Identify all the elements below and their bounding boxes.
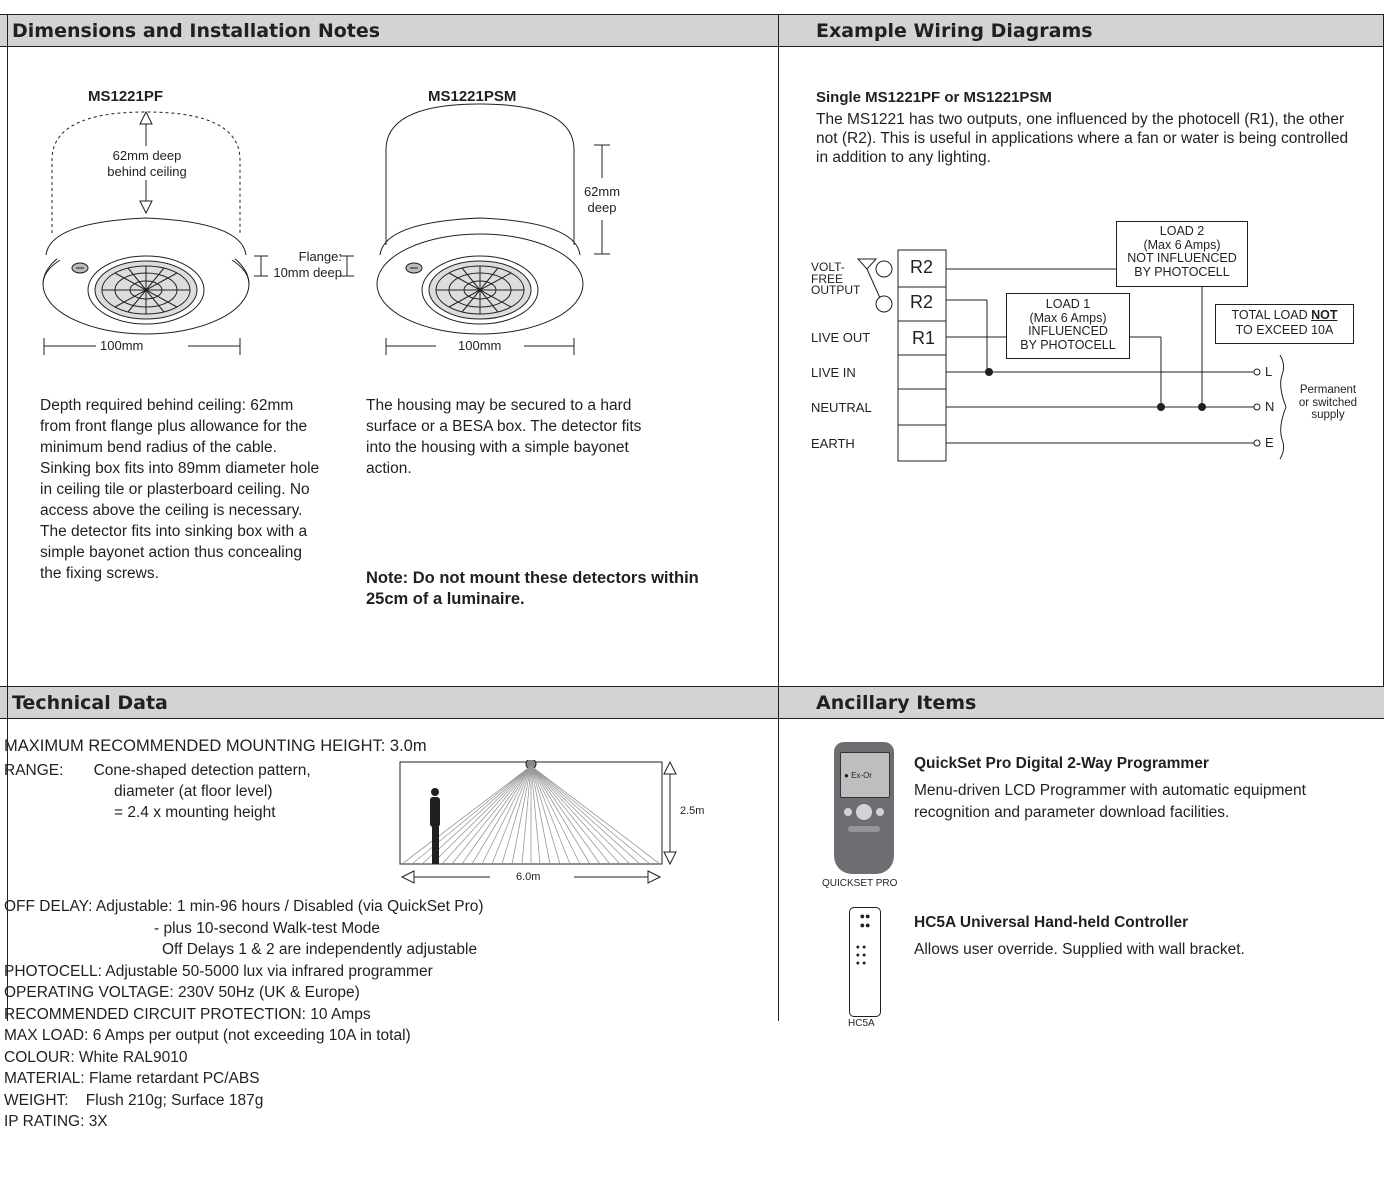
neutral-label: NEUTRAL xyxy=(811,400,872,415)
volt-free-label: VOLT- FREE OUTPUT xyxy=(811,260,861,297)
flange-label: Flange: 10mm deep xyxy=(270,249,342,281)
earth-label: EARTH xyxy=(811,436,855,451)
hc5a-description: Allows user override. Supplied with wall… xyxy=(914,941,1245,958)
load2-line1: LOAD 2 xyxy=(1159,224,1205,238)
dimensions-header: Dimensions and Installation Notes xyxy=(0,14,778,47)
psm-depth-line2: deep xyxy=(587,200,617,215)
total-load-box xyxy=(1215,304,1354,344)
quickset-caption: QUICKSET PRO xyxy=(822,878,898,889)
pf-depth-line1: 62mm deep xyxy=(112,148,182,163)
button-icon xyxy=(844,808,852,816)
wiring-diagram xyxy=(856,249,1287,462)
terminal-n: N xyxy=(1265,399,1275,414)
spec-weight: WEIGHT: Flush 210g; Surface 187g xyxy=(4,1092,264,1109)
quickset-title: QuickSet Pro Digital 2-Way Programmer xyxy=(914,755,1209,772)
psm-depth-label: 62mm deep xyxy=(570,184,634,216)
load2-line3: NOT INFLUENCED xyxy=(1127,251,1237,265)
psm-title: MS1221PSM xyxy=(428,88,517,105)
hc5a-title: HC5A Universal Hand-held Controller xyxy=(914,914,1189,931)
detector-drawings xyxy=(42,103,610,355)
pf-width-label: 100mm xyxy=(100,338,144,353)
live-in-label: LIVE IN xyxy=(811,365,856,380)
terminal-l: L xyxy=(1265,364,1273,379)
load1-line2: (Max 6 Amps) xyxy=(1029,310,1107,325)
total-load-label: TOTAL LOAD NOT TO EXCEED 10A xyxy=(1215,308,1354,338)
load2-label: LOAD 2 (Max 6 Amps) NOT INFLUENCED BY PH… xyxy=(1116,224,1248,279)
luminaire-warning: Note: Do not mount these detectors withi… xyxy=(366,569,699,608)
spec-ip-rating: IP RATING: 3X xyxy=(4,1113,108,1130)
supply-line3: supply xyxy=(1311,409,1345,421)
pf-installation-note: Depth required behind ceiling: 62mm from… xyxy=(40,397,320,582)
spec-max-height: MAXIMUM RECOMMENDED MOUNTING HEIGHT: 3.0… xyxy=(4,737,427,755)
spec-max-load: MAX LOAD: 6 Amps per output (not exceedi… xyxy=(4,1027,411,1044)
button-bar-icon xyxy=(848,826,880,832)
spec-colour: COLOUR: White RAL9010 xyxy=(4,1049,188,1066)
keypad-icon xyxy=(856,804,872,820)
load1-line4: BY PHOTOCELL xyxy=(1020,337,1116,352)
quickset-brand: ● Ex-Or xyxy=(844,771,872,780)
spec-range: RANGE: Cone-shaped detection pattern, xyxy=(4,762,311,779)
ancillary-header: Ancillary Items xyxy=(778,686,1384,719)
wiring-description: The MS1221 has two outputs, one influenc… xyxy=(816,111,1349,166)
hc5a-keys-icon: ●●●● xyxy=(859,911,871,930)
pf-depth-line2: behind ceiling xyxy=(107,164,187,179)
left-border-lower xyxy=(7,686,8,1021)
terminal-r2-a: R2 xyxy=(910,257,934,277)
height-label: 2.5m xyxy=(680,805,705,817)
terminal-e: E xyxy=(1265,435,1274,450)
load1-line1: LOAD 1 xyxy=(1045,297,1091,311)
wiring-title: Single MS1221PF or MS1221PSM xyxy=(816,89,1052,106)
total-load-not: NOT xyxy=(1311,308,1338,322)
pf-title: MS1221PF xyxy=(88,88,164,105)
spec-protection: RECOMMENDED CIRCUIT PROTECTION: 10 Amps xyxy=(4,1006,371,1023)
volt-free-line2: FREE xyxy=(811,271,844,286)
spec-independent: Off Delays 1 & 2 are independently adjus… xyxy=(162,941,478,958)
hc5a-image: ●●●● ● ●● ●● ● xyxy=(849,907,881,1017)
load1-line3: INFLUENCED xyxy=(1028,324,1108,338)
flange-line1: Flange: xyxy=(298,249,342,264)
load1-box xyxy=(1006,293,1130,359)
quickset-pro-image: ● Ex-Or xyxy=(834,742,894,874)
psm-width-label: 100mm xyxy=(458,338,502,353)
center-divider xyxy=(778,14,779,1021)
spec-off-delay: OFF DELAY: Adjustable: 1 min-96 hours / … xyxy=(4,898,484,915)
total-load-line1: TOTAL LOAD xyxy=(1231,308,1312,322)
total-load-line2: TO EXCEED 10A xyxy=(1235,323,1334,337)
lcd-screen: ● Ex-Or xyxy=(840,752,890,798)
terminal-r2-b: R2 xyxy=(910,292,934,312)
quickset-description: Menu-driven LCD Programmer with automati… xyxy=(914,782,1306,821)
hc5a-caption: HC5A xyxy=(848,1018,875,1029)
psm-installation-note: The housing may be secured to a hard sur… xyxy=(366,397,642,477)
wiring-header: Example Wiring Diagrams xyxy=(778,14,1384,47)
terminal-r1: R1 xyxy=(912,328,936,348)
width-label: 6.0m xyxy=(516,871,541,883)
technical-header: Technical Data xyxy=(0,686,778,719)
spec-voltage: OPERATING VOLTAGE: 230V 50Hz (UK & Europ… xyxy=(4,984,360,1001)
spec-material: MATERIAL: Flame retardant PC/ABS xyxy=(4,1070,260,1087)
spec-photocell: PHOTOCELL: Adjustable 50-5000 lux via in… xyxy=(4,963,433,980)
psm-depth-line1: 62mm xyxy=(583,184,621,199)
left-border xyxy=(7,14,8,686)
button-icon xyxy=(876,808,884,816)
load2-box xyxy=(1116,221,1248,287)
flange-line2: 10mm deep xyxy=(273,265,342,280)
quickset-brand-text: Ex-Or xyxy=(851,771,872,780)
volt-free-line3: OUTPUT xyxy=(811,283,861,297)
hc5a-side-keys-icon: ● ●● ●● ● xyxy=(855,944,867,967)
spec-range-diameter: diameter (at floor level) xyxy=(114,783,273,800)
spec-walk-test: - plus 10-second Walk-test Mode xyxy=(154,920,380,937)
supply-line2: or switched xyxy=(1298,396,1358,409)
volt-free-line1: VOLT- xyxy=(811,260,845,274)
spec-range-formula: = 2.4 x mounting height xyxy=(114,804,276,821)
load2-line2: (Max 6 Amps) xyxy=(1143,237,1221,252)
supply-label: Permanent or switched supply xyxy=(1292,384,1364,422)
live-out-label: LIVE OUT xyxy=(811,330,871,345)
detection-pattern-diagram xyxy=(399,760,677,884)
load2-line4: BY PHOTOCELL xyxy=(1134,264,1230,279)
load1-label: LOAD 1 (Max 6 Amps) INFLUENCED BY PHOTOC… xyxy=(1006,297,1130,352)
pf-depth-label: 62mm deep behind ceiling xyxy=(100,148,194,180)
supply-line1: Permanent xyxy=(1299,384,1357,396)
